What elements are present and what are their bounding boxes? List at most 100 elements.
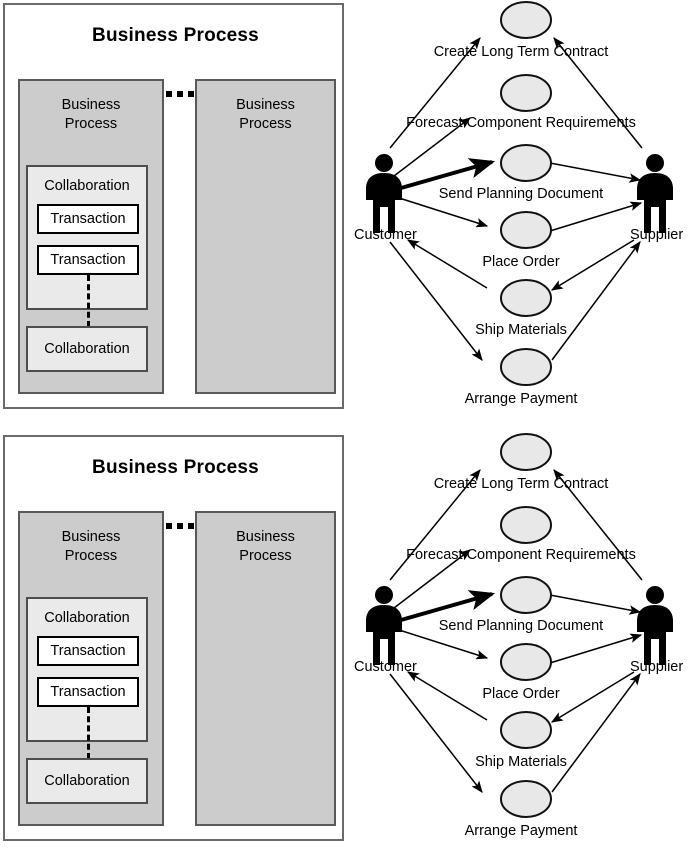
- dot-2: [177, 523, 183, 529]
- business-process-column-2-label: Business Process: [197, 96, 334, 134]
- transaction-box-1[interactable]: Transaction: [37, 636, 139, 666]
- ellipsis-icon: [166, 519, 194, 533]
- collaboration-1-label: Collaboration: [44, 178, 130, 194]
- actor-label-customer: Customer: [354, 659, 417, 675]
- association-ship-materials-customer: [406, 239, 488, 289]
- page-title: Business Process: [92, 25, 259, 46]
- dot-2: [177, 91, 183, 97]
- association-supplier-create-long-term-contract: [553, 37, 643, 149]
- association-customer-arrange-payment: [389, 241, 483, 361]
- use-case-label-send-planning-document: Send Planning Document: [438, 618, 604, 634]
- use-case-label-create-long-term-contract: Create Long Term Contract: [433, 476, 609, 492]
- column-label-line1: Business: [236, 97, 295, 113]
- dot-3: [188, 91, 194, 97]
- ellipsis-icon: [166, 87, 194, 101]
- use-case-ellipse-place-order[interactable]: [500, 211, 552, 249]
- collaboration-box-2[interactable]: Collaboration: [26, 326, 148, 372]
- actor-label-supplier: Supplier: [630, 659, 684, 675]
- column-label-line1: Business: [61, 529, 121, 545]
- association-customer-send-planning-document-bold: [393, 158, 496, 192]
- association-customer-forecast-component-requirements: [393, 549, 471, 609]
- actor-label-customer: Customer: [354, 227, 417, 243]
- use-case-ellipse-ship-materials[interactable]: [500, 711, 552, 749]
- association-arrange-payment-supplier: [551, 241, 641, 361]
- dashed-connector: [87, 707, 90, 759]
- diagram-figure-bottom: Business Process Business Process Busine…: [0, 432, 690, 863]
- actor-icons: [366, 586, 673, 665]
- dot-3: [188, 523, 194, 529]
- column-label-line1: Business: [61, 97, 121, 113]
- use-case-canvas: [366, 433, 673, 818]
- column-label-line1: Business: [236, 529, 295, 545]
- dot-1: [166, 91, 172, 97]
- use-case-ellipse-place-order[interactable]: [500, 643, 552, 681]
- association-supplier-create-long-term-contract: [553, 469, 643, 581]
- business-process-column-2-label: Business Process: [197, 528, 334, 566]
- dot-1: [166, 523, 172, 529]
- use-case-ellipse-forecast-component-requirements[interactable]: [500, 506, 552, 544]
- association-customer-forecast-component-requirements: [393, 117, 471, 177]
- transaction-box-2[interactable]: Transaction: [37, 677, 139, 707]
- association-supplier-ship-materials: [550, 671, 635, 723]
- actor-icon-supplier[interactable]: [637, 154, 673, 233]
- column-label-line2: Process: [64, 548, 118, 564]
- association-customer-place-order: [395, 628, 489, 660]
- use-case-diagram: Create Long Term Contract Forecast Compo…: [352, 0, 690, 431]
- association-place-order-supplier: [549, 633, 643, 664]
- collaboration-box-1[interactable]: Collaboration: [26, 165, 148, 310]
- actor-icon-supplier[interactable]: [637, 586, 673, 665]
- association-supplier-ship-materials: [550, 239, 635, 291]
- use-case-ellipse-forecast-component-requirements[interactable]: [500, 74, 552, 112]
- association-lines: [389, 37, 643, 361]
- use-case-label-forecast-component-requirements: Forecast Component Requirements: [406, 115, 636, 131]
- association-lines-bold: [393, 590, 496, 624]
- association-send-planning-document-supplier: [549, 162, 642, 183]
- association-customer-arrange-payment: [389, 673, 483, 793]
- transaction-box-1[interactable]: Transaction: [37, 204, 139, 234]
- association-lines-bold: [393, 158, 496, 192]
- diagram-figure-top: Business Process Business Process Busine…: [0, 0, 690, 431]
- actor-icon-customer[interactable]: [366, 154, 402, 233]
- collaboration-box-2[interactable]: Collaboration: [26, 758, 148, 804]
- association-lines: [389, 469, 643, 793]
- association-customer-send-planning-document-bold: [393, 590, 496, 624]
- use-case-ellipse-arrange-payment[interactable]: [500, 348, 552, 386]
- actor-icons: [366, 154, 673, 233]
- column-label-line2: Process: [239, 548, 292, 564]
- business-process-column-1-label: Business Process: [20, 528, 162, 566]
- use-case-diagram: Create Long Term Contract Forecast Compo…: [352, 432, 690, 863]
- use-case-ellipse-send-planning-document[interactable]: [500, 576, 552, 614]
- use-case-ellipse-create-long-term-contract[interactable]: [500, 433, 552, 471]
- business-process-frame: Business Process Business Process Busine…: [3, 435, 344, 841]
- business-process-column-2[interactable]: Business Process: [195, 511, 336, 826]
- collaboration-2-label: Collaboration: [44, 773, 130, 789]
- use-case-nodes: [500, 1, 552, 386]
- transaction-box-2[interactable]: Transaction: [37, 245, 139, 275]
- association-place-order-supplier: [549, 201, 643, 232]
- use-case-ellipse-send-planning-document[interactable]: [500, 144, 552, 182]
- business-process-column-2[interactable]: Business Process: [195, 79, 336, 394]
- use-case-label-place-order: Place Order: [482, 686, 560, 702]
- collaboration-2-label: Collaboration: [44, 341, 130, 357]
- use-case-label-ship-materials: Ship Materials: [475, 322, 567, 338]
- use-case-label-place-order: Place Order: [482, 254, 560, 270]
- actor-label-supplier: Supplier: [630, 227, 684, 243]
- column-label-line2: Process: [239, 116, 292, 132]
- business-process-column-1-label: Business Process: [20, 96, 162, 134]
- association-customer-place-order: [395, 196, 489, 228]
- use-case-label-send-planning-document: Send Planning Document: [438, 186, 604, 202]
- use-case-ellipse-create-long-term-contract[interactable]: [500, 1, 552, 39]
- page-title: Business Process: [92, 457, 259, 478]
- actor-icon-customer[interactable]: [366, 586, 402, 665]
- use-case-ellipse-arrange-payment[interactable]: [500, 780, 552, 818]
- collaboration-1-label: Collaboration: [44, 610, 130, 626]
- use-case-ellipse-ship-materials[interactable]: [500, 279, 552, 317]
- column-label-line2: Process: [64, 116, 118, 132]
- association-customer-create-long-term-contract: [389, 469, 481, 581]
- use-case-label-arrange-payment: Arrange Payment: [464, 823, 578, 839]
- use-case-nodes: [500, 433, 552, 818]
- business-process-frame: Business Process Business Process Busine…: [3, 3, 344, 409]
- association-customer-create-long-term-contract: [389, 37, 481, 149]
- association-send-planning-document-supplier: [549, 594, 642, 615]
- association-ship-materials-customer: [406, 671, 488, 721]
